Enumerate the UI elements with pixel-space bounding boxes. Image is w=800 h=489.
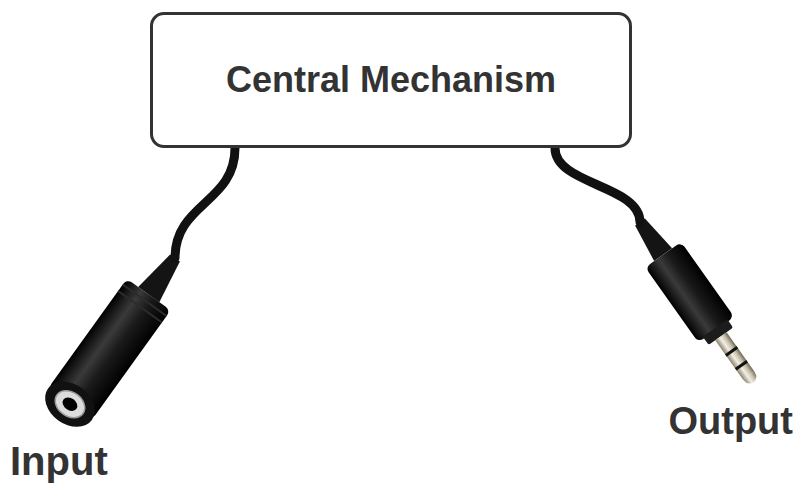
node-text: Input: [10, 438, 108, 484]
insulator-ring: [735, 360, 748, 371]
output-plug: Output: [600, 222, 795, 444]
input-jack: Input: [8, 258, 218, 484]
audio-cable: [175, 148, 235, 258]
jack-body: [48, 279, 171, 420]
mechanism-box: Central Mechanism: [150, 12, 632, 148]
jack-ring: [50, 385, 90, 423]
node-text: Output: [668, 400, 793, 444]
body-ridge: [118, 291, 162, 323]
female-jack: [36, 242, 197, 436]
insulator-ring: [725, 346, 738, 357]
jack-hole: [60, 395, 80, 414]
audio-cable: [555, 148, 640, 222]
node-text: Central Mechanism: [226, 58, 556, 101]
male-plug: [622, 209, 771, 395]
jack-face: [36, 372, 103, 436]
plug-shaft: [715, 332, 754, 379]
plug-tip: [743, 371, 759, 386]
